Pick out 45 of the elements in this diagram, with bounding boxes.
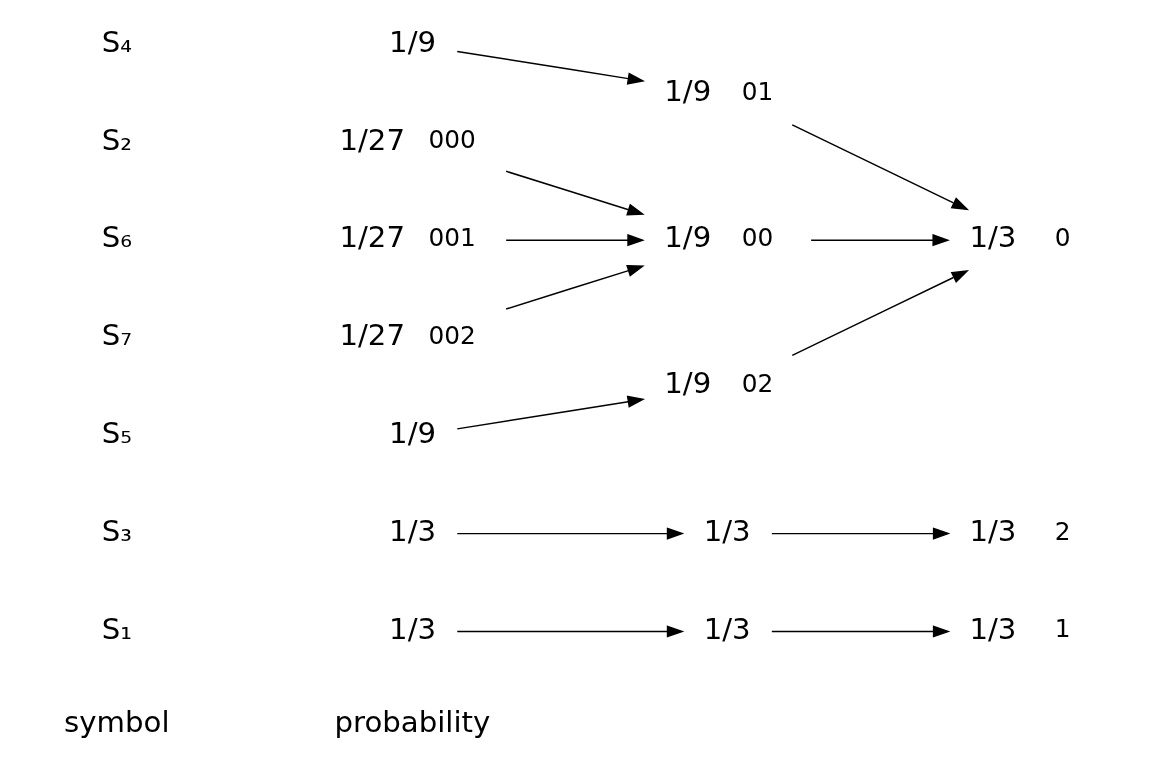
arrow — [791, 269, 970, 357]
label: S₂ — [101, 122, 132, 157]
arrow — [505, 234, 645, 247]
node-text: 1/3 — [969, 611, 1017, 646]
node-label: 02 — [741, 369, 774, 399]
label: S₁ — [101, 611, 132, 646]
node-text: 1/3 — [969, 220, 1017, 255]
arrow — [456, 527, 685, 540]
node-text: 1/27 — [339, 318, 405, 353]
node-text: 1/3 — [389, 611, 437, 646]
node-label: 00 — [741, 223, 774, 253]
node-label: 2 — [1054, 516, 1071, 546]
arrow — [456, 395, 646, 430]
node-text: 1/27 — [339, 122, 405, 157]
label: symbol — [64, 705, 170, 740]
node-text: 1/3 — [389, 513, 437, 548]
node-text: 1/9 — [664, 220, 712, 255]
node-text: 1/9 — [389, 416, 437, 451]
node-label: 1 — [1054, 614, 1071, 644]
node-text: 1/27 — [339, 220, 405, 255]
label: probability — [334, 705, 491, 740]
node-label: 001 — [428, 223, 476, 253]
node-text: 1/9 — [664, 74, 712, 109]
node-text: 1/9 — [664, 366, 712, 401]
node-label: 000 — [428, 125, 476, 155]
arrow — [791, 124, 970, 211]
arrow — [505, 264, 645, 310]
node-label: 01 — [741, 77, 774, 107]
label: S₆ — [101, 220, 132, 255]
arrow — [505, 170, 645, 216]
node-text: 1/9 — [389, 24, 437, 59]
node-text: 1/3 — [703, 513, 751, 548]
label: S₄ — [101, 24, 132, 59]
arrow — [456, 50, 646, 85]
arrow — [456, 625, 685, 638]
node-text: 1/3 — [969, 513, 1017, 548]
label: S₇ — [101, 318, 132, 353]
label: S₃ — [101, 513, 132, 548]
node-label: 0 — [1054, 223, 1071, 253]
label: S₅ — [101, 416, 132, 451]
node-label: 002 — [428, 320, 476, 350]
arrow — [810, 234, 950, 247]
node-text: 1/3 — [703, 611, 751, 646]
arrow — [771, 625, 951, 638]
arrow — [771, 527, 951, 540]
